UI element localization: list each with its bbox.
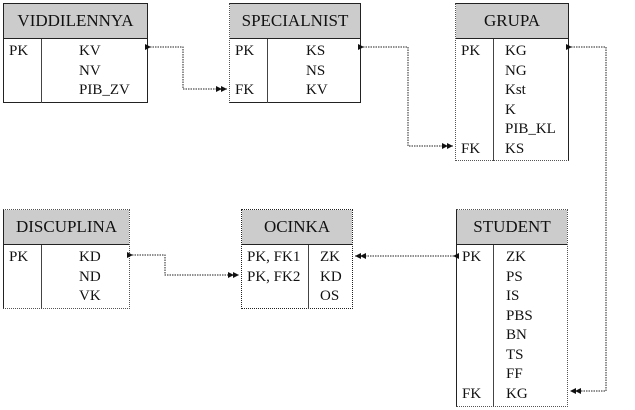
attribute: KV (79, 43, 101, 59)
attribute: KD (79, 249, 101, 265)
entity-title: DISCUPLINA (4, 210, 129, 245)
entity-title: OCINKA (242, 210, 352, 245)
attribute: OS (320, 288, 340, 304)
attribute: PIB_ZV (79, 82, 130, 98)
attribute: FF (506, 366, 523, 382)
attribute-column: KV NV PIB_ZV (42, 39, 147, 103)
attribute-column: KG NG Kst K PIB_KL KS (494, 39, 568, 161)
attribute: PBS (506, 307, 533, 324)
attribute: BN (506, 327, 527, 343)
entity-title: SPECIALNIST (230, 4, 360, 39)
attribute-column: KS NS KV (268, 39, 360, 103)
attribute: KD (320, 268, 342, 285)
key-column: PK (4, 39, 42, 103)
attribute: Kst (505, 82, 526, 98)
attribute: NV (79, 62, 101, 79)
link-viddilennya-specialnist (145, 44, 227, 92)
entity-discuplina[interactable]: DISCUPLINA PK KD ND VK (3, 209, 130, 309)
attribute: ND (79, 268, 101, 285)
attribute: KS (306, 43, 326, 59)
entity-title: VIDDILENNYA (4, 4, 147, 39)
link-specialnist-grupa (358, 44, 453, 149)
entity-title: STUDENT (457, 210, 567, 245)
attribute: IS (506, 288, 520, 304)
attribute: KG (506, 385, 528, 402)
attribute-column: ZK PS IS PBS BN TS FF KG (494, 245, 567, 407)
attribute: PIB_KL (505, 121, 556, 137)
attribute: TS (506, 346, 524, 363)
attribute: PS (506, 268, 523, 285)
attribute: NG (505, 62, 527, 79)
entity-title: GRUPA (456, 4, 568, 39)
attribute-column: ZK KD OS (309, 245, 352, 309)
entity-viddilennya[interactable]: VIDDILENNYA PK KV NV PIB_ZV (3, 3, 148, 103)
link-discuplina-ocinka (127, 252, 239, 278)
attribute: ZK (320, 249, 340, 265)
attribute: ZK (506, 249, 526, 265)
attribute: VK (79, 288, 101, 304)
attribute: K (505, 101, 516, 118)
attribute: KS (505, 140, 525, 157)
attribute: KV (306, 82, 328, 98)
attribute-column: KD ND VK (42, 245, 129, 309)
link-grupa-student (566, 44, 607, 394)
key-column: PK (4, 245, 42, 309)
attribute: KG (505, 43, 527, 59)
attribute: NS (306, 62, 326, 79)
